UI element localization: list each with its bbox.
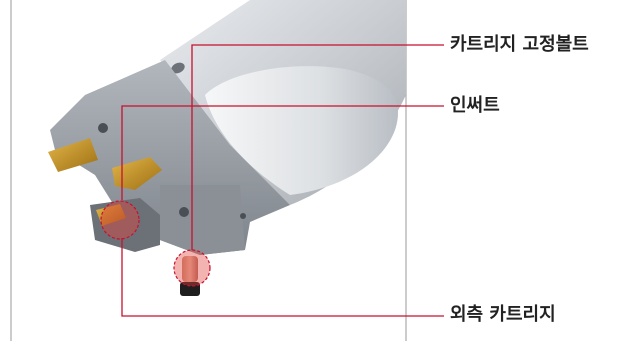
screw-hole xyxy=(179,207,189,217)
bolt-callout-label: 카트리지 고정볼트 xyxy=(450,36,589,54)
screw-hole xyxy=(98,123,108,133)
cartridge-highlight xyxy=(101,201,139,239)
cartridge-leader-line xyxy=(122,238,444,316)
cartridge-callout-label: 외측 카트리지 xyxy=(450,306,556,324)
screw-hole xyxy=(240,213,246,219)
bolt-highlight xyxy=(174,250,210,286)
insert-callout-label: 인써트 xyxy=(450,97,500,115)
tool-head-face xyxy=(160,185,245,255)
